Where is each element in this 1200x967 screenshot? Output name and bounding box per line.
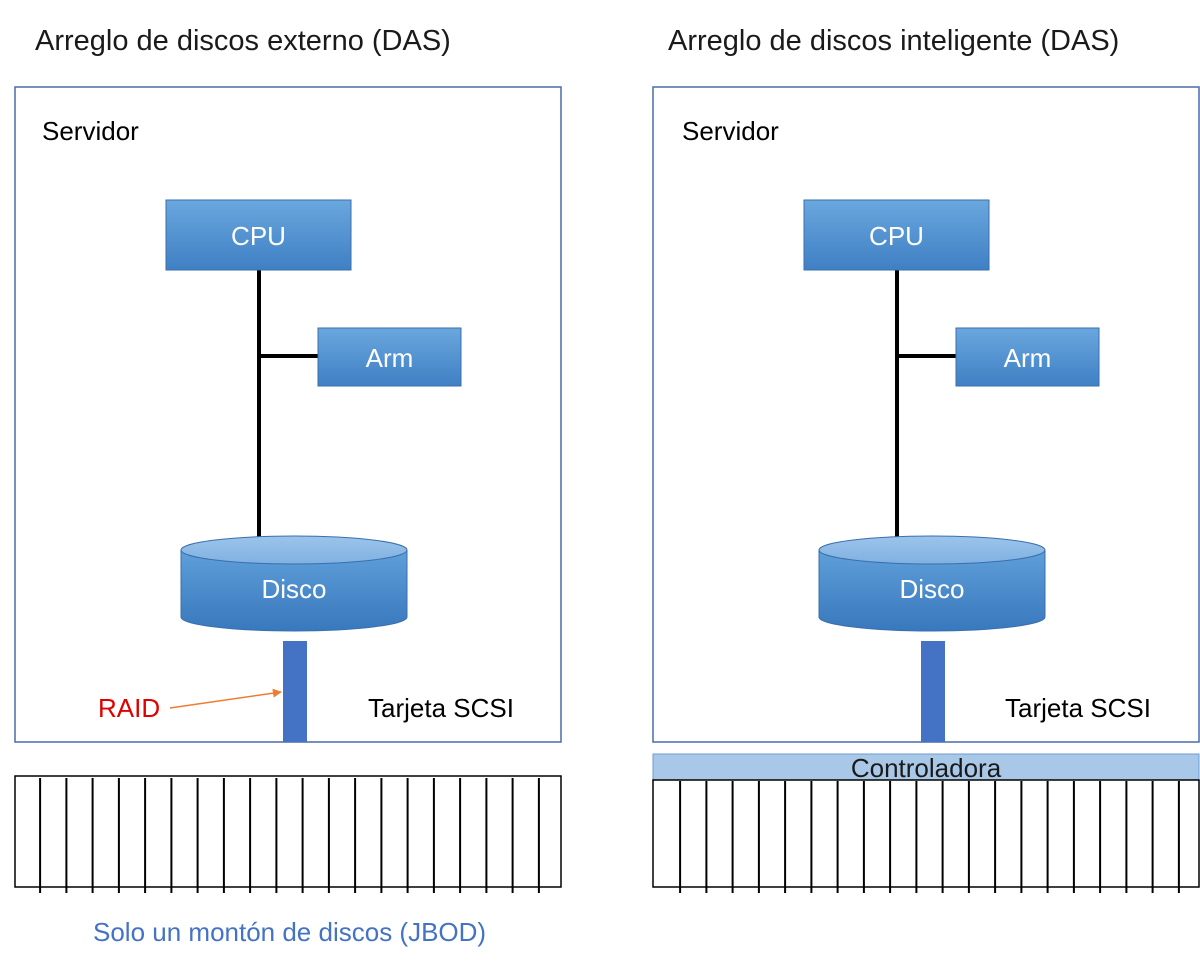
right-cpu-label: CPU [869, 221, 924, 251]
left-memory-label: Arm [366, 343, 414, 373]
right-card-label: Tarjeta SCSI [1005, 693, 1151, 723]
controller-label: Controladora [851, 753, 1002, 783]
left-title: Arreglo de discos externo (DAS) [35, 25, 451, 57]
raid-arrow [169, 688, 282, 709]
right-server-label: Servidor [682, 116, 779, 146]
left-disk-label: Disco [261, 574, 326, 604]
right-disk-label: Disco [899, 574, 964, 604]
left-cpu-label: CPU [231, 221, 286, 251]
left-memory-box: Arm [317, 327, 462, 387]
left-disk-cylinder: Disco [180, 535, 408, 632]
right-memory-box: Arm [955, 327, 1100, 387]
right-memory-label: Arm [1004, 343, 1052, 373]
jbod-label: Solo un montón de discos (JBOD) [93, 917, 486, 947]
intelligent-array-disk-lines [679, 781, 1180, 893]
right-panel: Arreglo de discos inteligente (DAS) Serv… [652, 25, 1200, 893]
left-cpu-box: CPU [165, 199, 352, 271]
controller-bar [652, 753, 1200, 781]
jbod-array-box [14, 775, 562, 888]
right-cpu-box: CPU [803, 199, 990, 271]
left-card-label: Tarjeta SCSI [368, 693, 514, 723]
left-scsi-card [283, 641, 307, 742]
left-panel: Arreglo de discos externo (DAS) Servidor… [14, 25, 562, 947]
raid-label: RAID [98, 693, 160, 723]
right-title: Arreglo de discos inteligente (DAS) [668, 25, 1119, 57]
jbod-disk-lines [39, 778, 540, 893]
right-scsi-card [921, 641, 945, 742]
right-disk-cylinder: Disco [818, 535, 1046, 632]
left-server-label: Servidor [42, 116, 139, 146]
intelligent-array-box [652, 779, 1200, 888]
